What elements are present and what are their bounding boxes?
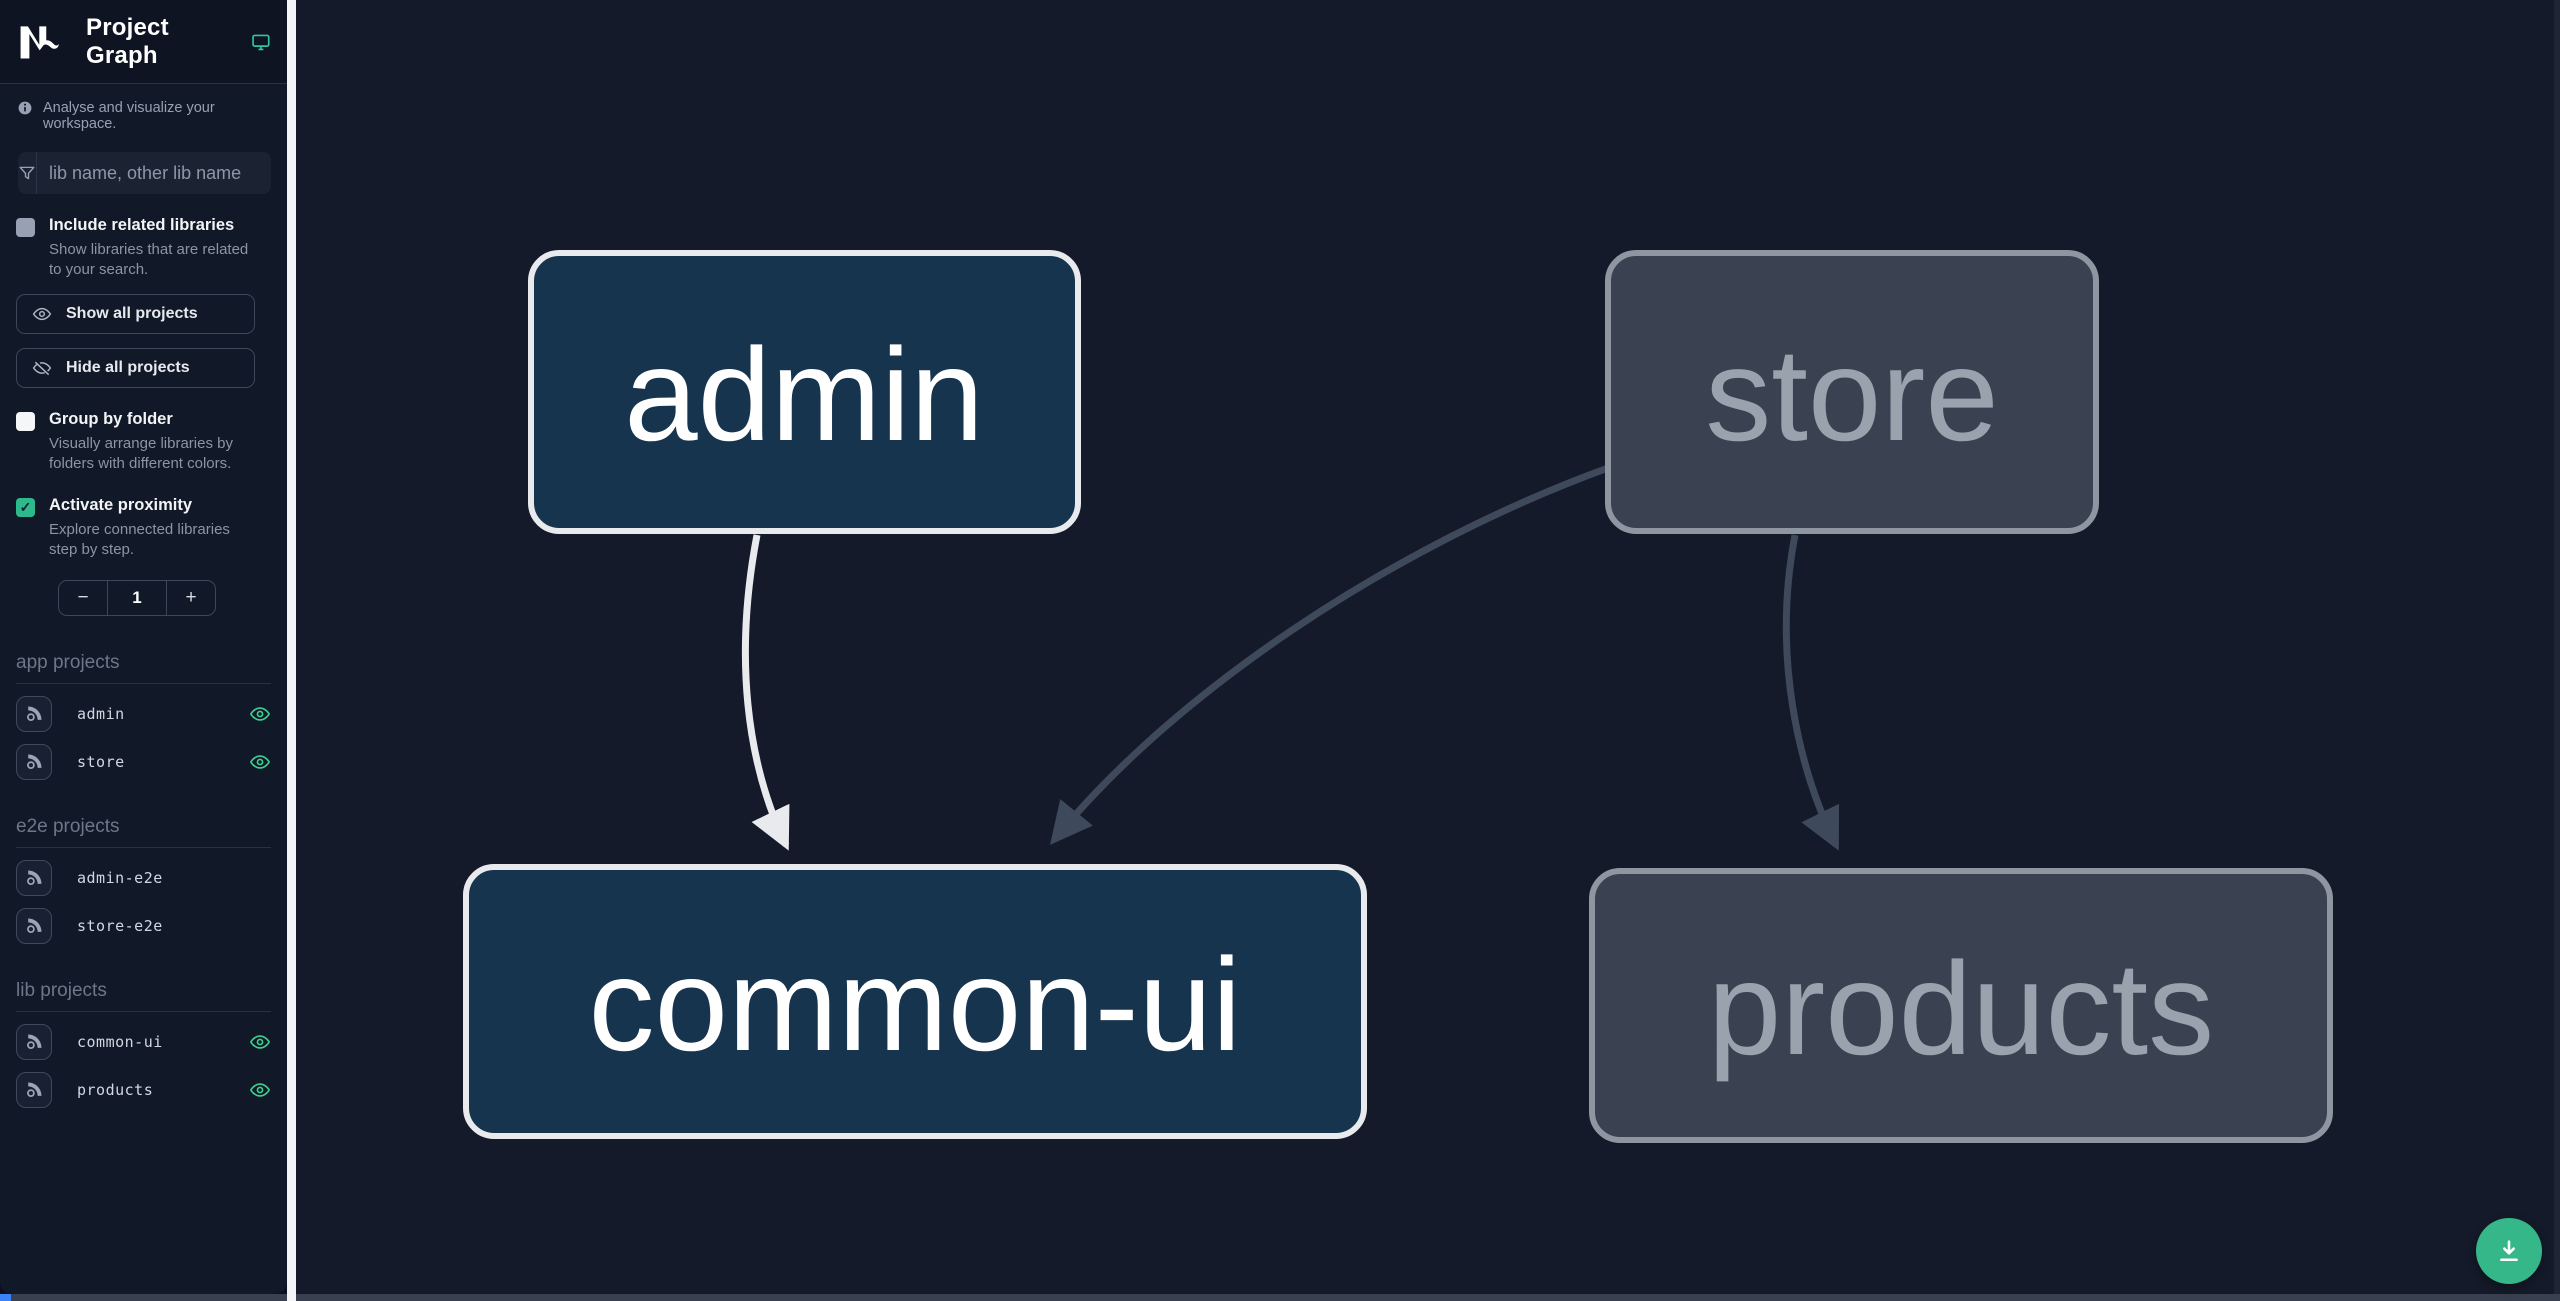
- eye-icon: [32, 307, 52, 321]
- activate-proximity-label: Activate proximity: [49, 495, 193, 514]
- download-icon: [2500, 1240, 2518, 1262]
- node-admin[interactable]: admin: [528, 250, 1081, 534]
- project-name[interactable]: products: [77, 1080, 154, 1099]
- project-row-admin: admin: [16, 695, 271, 732]
- include-related-label: Include related libraries: [49, 216, 235, 234]
- focus-project-button[interactable]: [16, 859, 52, 896]
- project-visibility-eye-icon[interactable]: [249, 1031, 271, 1053]
- section-lib-projects: lib projects common-ui: [0, 980, 287, 1108]
- node-admin-label: admin: [624, 321, 984, 468]
- project-row-common-ui: common-ui: [16, 1023, 271, 1060]
- include-related-description: Show libraries that are related to your …: [49, 241, 249, 278]
- node-products-label: products: [1708, 935, 2214, 1082]
- focus-project-button[interactable]: [16, 695, 52, 732]
- filter-box: [18, 152, 271, 194]
- edge-store-to-common-ui[interactable]: [1050, 464, 1610, 845]
- group-by-folder-label: Group by folder: [49, 409, 173, 428]
- group-by-folder-checkbox-row[interactable]: Group by folder Visually arrange librari…: [0, 410, 287, 474]
- proximity-depth-stepper: − 1 +: [58, 579, 216, 616]
- project-graph-svg: admin store common-ui products: [463, 250, 2333, 1143]
- sidebar-resize-gutter[interactable]: [287, 0, 296, 1301]
- page-title: Project Graph: [86, 13, 169, 69]
- graph-canvas[interactable]: admin store common-ui products: [296, 0, 2560, 1294]
- node-store-label: store: [1705, 321, 1998, 468]
- filter-input[interactable]: [37, 152, 271, 194]
- filter-icon-cell: [18, 152, 37, 194]
- show-all-projects-button[interactable]: Show all projects: [16, 293, 255, 334]
- proximity-increment-button[interactable]: +: [185, 586, 197, 608]
- proximity-depth-value: 1: [107, 580, 167, 615]
- hide-all-projects-label: Hide all projects: [66, 358, 190, 376]
- vertical-scrollbar-track[interactable]: [2554, 0, 2560, 1294]
- project-name[interactable]: common-ui: [77, 1032, 163, 1051]
- include-related-checkbox-row[interactable]: Include related libraries Show libraries…: [0, 216, 287, 280]
- project-row-admin-e2e: admin-e2e: [16, 859, 271, 896]
- section-heading: lib projects: [16, 980, 271, 1012]
- section-heading: app projects: [16, 652, 271, 684]
- group-by-folder-checkbox[interactable]: [16, 411, 35, 431]
- hide-all-projects-button[interactable]: Hide all projects: [16, 347, 255, 388]
- project-name[interactable]: admin-e2e: [77, 868, 163, 887]
- activate-proximity-description: Explore connected libraries step by step…: [49, 520, 230, 558]
- section-e2e-projects: e2e projects admin-e2e store-: [0, 816, 287, 944]
- proximity-decrement-button[interactable]: −: [77, 586, 89, 608]
- activate-proximity-checkbox-row[interactable]: ✓ Activate proximity Explore connected l…: [0, 496, 287, 560]
- edge-admin-to-common-ui[interactable]: [741, 534, 790, 851]
- horizontal-scrollbar-thumb[interactable]: [0, 1294, 11, 1301]
- focus-icon: [27, 1082, 42, 1097]
- node-store[interactable]: store: [1605, 250, 2099, 534]
- info-icon: [18, 101, 32, 115]
- focus-icon: [27, 754, 42, 769]
- group-by-folder-description: Visually arrange libraries by folders wi…: [49, 434, 233, 472]
- focus-icon: [27, 918, 42, 933]
- horizontal-scrollbar-track[interactable]: [0, 1294, 2560, 1301]
- section-app-projects: app projects admin: [0, 652, 287, 780]
- project-visibility-eye-icon[interactable]: [249, 703, 271, 725]
- focus-project-button[interactable]: [16, 1071, 52, 1108]
- project-visibility-eye-icon[interactable]: [249, 751, 271, 773]
- focus-project-button[interactable]: [16, 1023, 52, 1060]
- project-row-products: products: [16, 1071, 271, 1108]
- focus-icon: [27, 870, 42, 885]
- activate-proximity-checkbox[interactable]: ✓: [16, 497, 35, 517]
- edge-store-to-products[interactable]: [1782, 534, 1840, 851]
- project-visibility-eye-icon[interactable]: [249, 1079, 271, 1101]
- workspace-subtitle-row: Analyse and visualize your workspace.: [0, 84, 287, 142]
- focus-project-button[interactable]: [16, 743, 52, 780]
- node-products[interactable]: products: [1589, 868, 2333, 1143]
- node-common-ui-label: common-ui: [589, 931, 1242, 1078]
- download-graph-button[interactable]: [2476, 1218, 2542, 1284]
- monitor-icon[interactable]: [251, 31, 271, 53]
- workspace-subtitle: Analyse and visualize your workspace.: [43, 100, 215, 132]
- sidebar-header: Project Graph: [0, 0, 287, 84]
- show-all-projects-label: Show all projects: [66, 304, 198, 322]
- project-name[interactable]: store-e2e: [77, 916, 163, 935]
- project-name[interactable]: store: [77, 752, 125, 771]
- sidebar: Project Graph Analyse and visualize your…: [0, 0, 287, 1294]
- focus-icon: [27, 706, 42, 721]
- include-related-checkbox[interactable]: [16, 218, 35, 237]
- project-row-store-e2e: store-e2e: [16, 907, 271, 944]
- focus-icon: [27, 1034, 42, 1049]
- project-row-store: store: [16, 743, 271, 780]
- focus-project-button[interactable]: [16, 907, 52, 944]
- nx-logo-icon: [20, 25, 59, 59]
- funnel-filter-icon: [19, 166, 35, 180]
- project-name[interactable]: admin: [77, 704, 125, 723]
- section-heading: e2e projects: [16, 816, 271, 848]
- eye-off-icon: [32, 361, 52, 376]
- node-common-ui[interactable]: common-ui: [463, 864, 1367, 1139]
